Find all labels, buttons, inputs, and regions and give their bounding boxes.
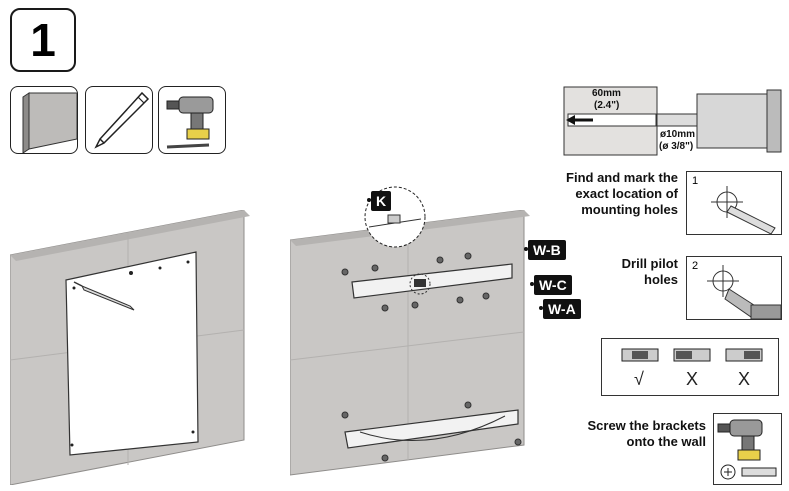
drill-icon-box <box>158 86 226 154</box>
level-check-panel: √ X X <box>601 338 779 396</box>
find-mark-instruction: Find and mark the exact location of moun… <box>566 170 678 217</box>
step-number: 1 <box>10 8 76 72</box>
pencil-icon <box>94 91 150 149</box>
screw-panel <box>713 413 782 485</box>
wall-icon-box <box>10 86 78 154</box>
drill-panel: 2 <box>686 256 782 320</box>
level-ok-mark: √ <box>634 369 644 389</box>
level-bad-mark-2: X <box>738 369 751 389</box>
drill-depth-diagram <box>563 86 782 156</box>
callout-w-a: W-A <box>539 299 581 319</box>
level-bad-mark-1: X <box>686 369 699 389</box>
panel-number-2: 2 <box>692 260 699 272</box>
screwdriver-drill-icon <box>717 419 777 480</box>
drill-depth-mm: 60mm <box>592 88 621 99</box>
wall-icon <box>22 92 77 153</box>
wall-brackets-illustration <box>290 210 530 476</box>
pencil-icon-box <box>85 86 153 154</box>
panel-number-1: 1 <box>692 175 699 187</box>
zoom-detail-circle <box>364 186 426 248</box>
drill-hole-icon <box>707 265 782 320</box>
mark-panel: 1 <box>686 171 782 235</box>
drill-diameter-mm: ø10mm <box>660 129 696 140</box>
drill-icon <box>166 96 214 149</box>
drill-instruction: Drill pilot holes <box>621 256 678 287</box>
callout-w-c: W-C <box>530 275 572 295</box>
callout-k: K <box>366 191 392 211</box>
wall-template-illustration <box>10 210 250 485</box>
drill-depth-in: (2.4") <box>594 100 620 111</box>
callout-w-b: W-B <box>524 240 566 260</box>
drill-diameter-in: (ø 3/8") <box>659 141 694 152</box>
screw-instruction: Screw the brackets onto the wall <box>587 418 706 449</box>
mark-hole-icon <box>711 186 776 235</box>
level-icons <box>621 348 763 362</box>
